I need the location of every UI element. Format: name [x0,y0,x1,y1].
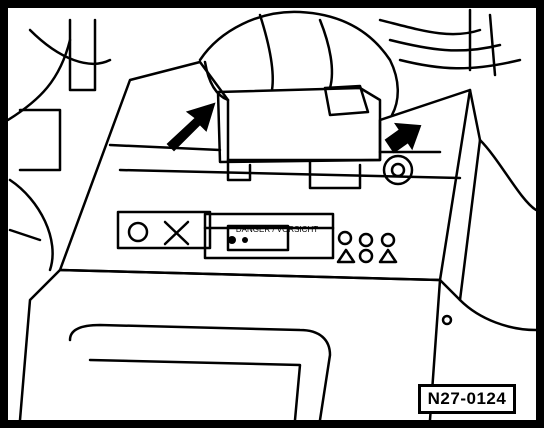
figure-reference-code: N27-0124 [418,384,516,414]
arrow-icon [384,122,422,154]
battery-illustration [8,8,536,420]
warning-label-box [203,212,335,260]
left-bracket [68,18,97,92]
cable-top [378,18,482,36]
warning-strip-text: DANGER / VORSICHT [235,225,319,234]
battery-side-panel [438,88,482,302]
glove-outline [198,10,399,117]
engine-bay-line [8,38,72,122]
battery-handle-recess [68,323,332,420]
battery-terminal [382,154,414,186]
left-component [18,108,62,172]
warning-pictograms [116,210,212,250]
arrow-icon [166,102,216,152]
battery-front-edge [58,268,442,420]
terminal-cover [216,86,382,164]
